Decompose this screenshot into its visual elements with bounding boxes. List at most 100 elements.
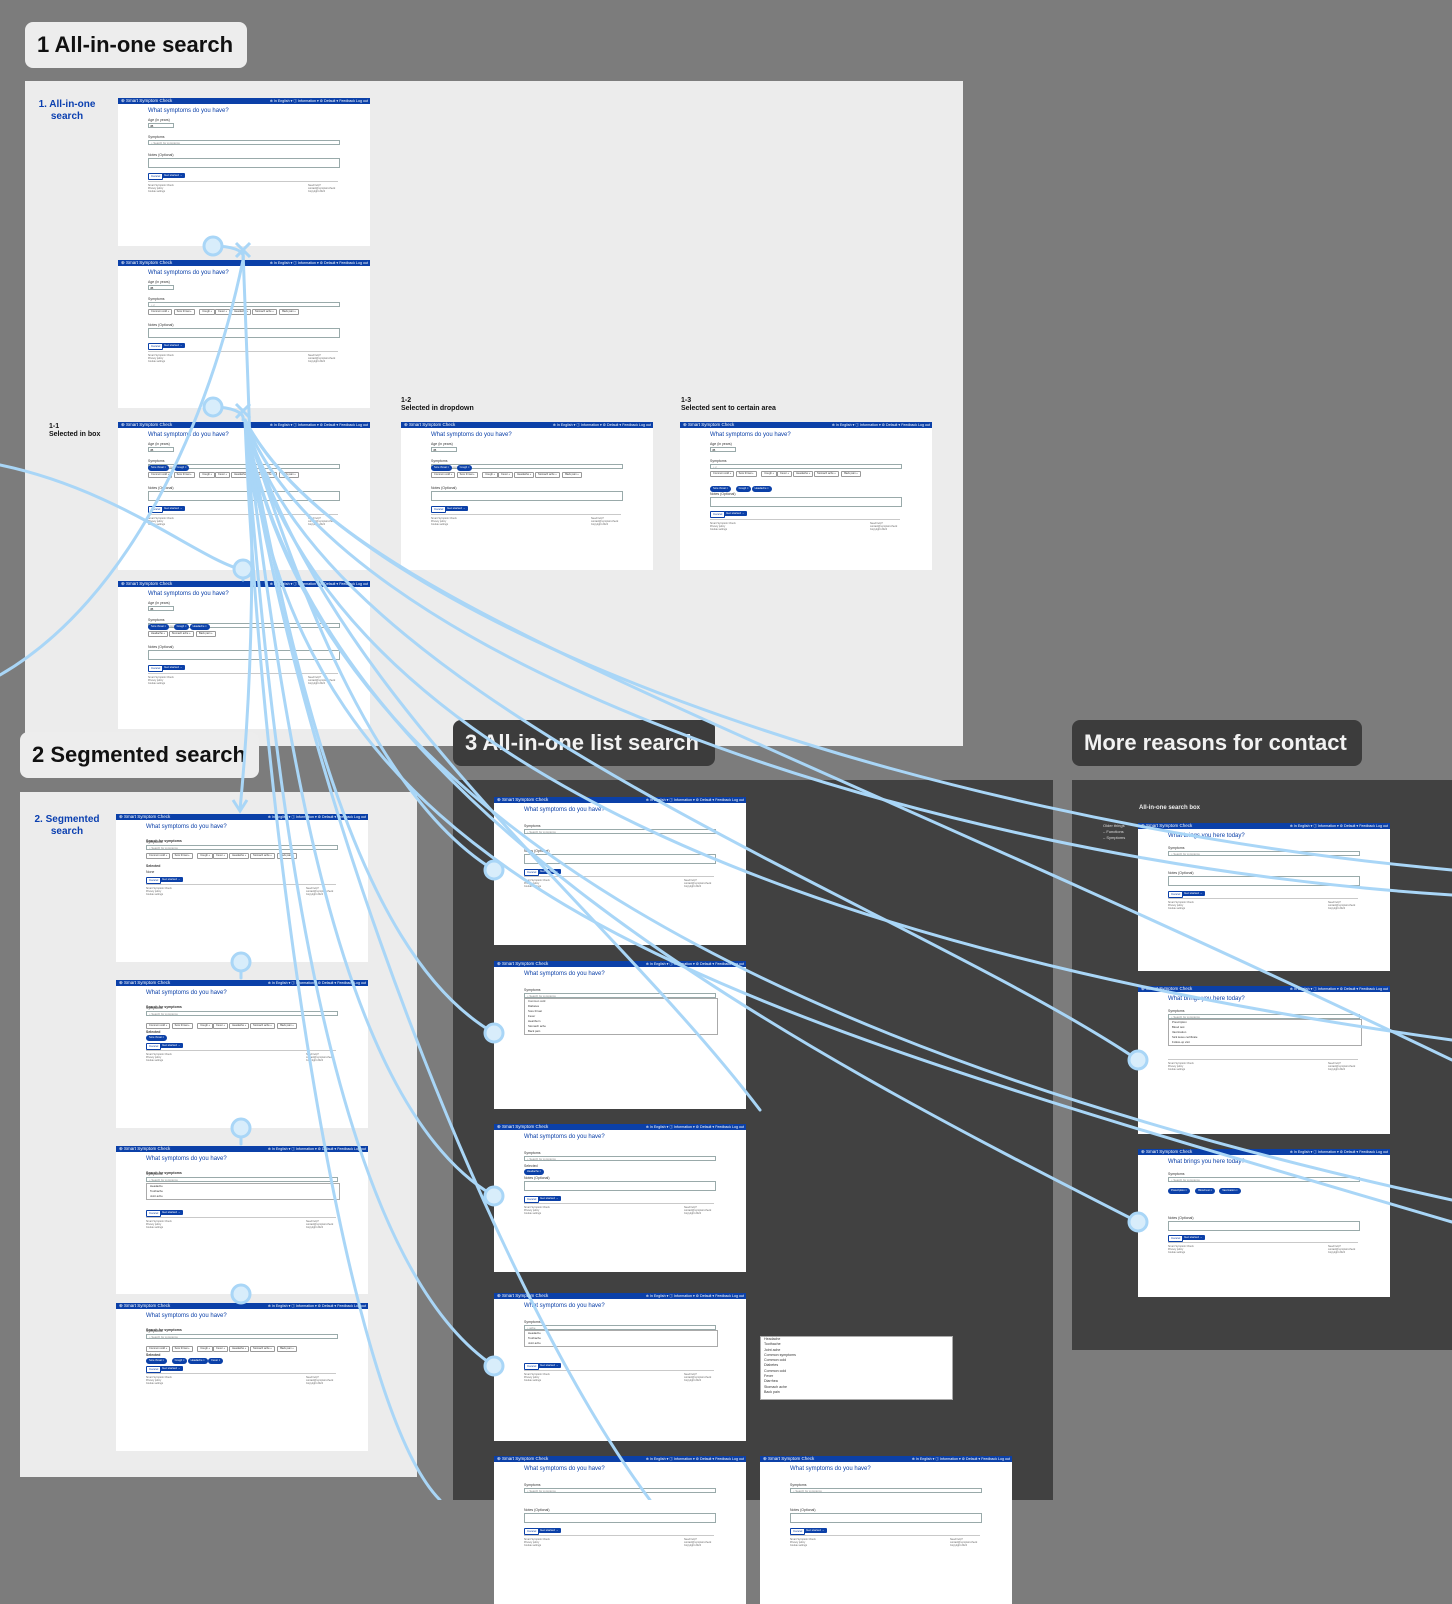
- top-nav[interactable]: ⊕ In English ▾ ⓘ Information ▾ ⚙ Default…: [269, 99, 368, 103]
- get-started-button[interactable]: Get started →: [160, 1366, 183, 1371]
- age-input[interactable]: 45: [710, 447, 736, 452]
- top-nav[interactable]: ⊕ In English ▾ ⓘ Information ▾ ⚙ Default…: [267, 1147, 366, 1151]
- symptom-chip[interactable]: Sore throat ×: [148, 465, 170, 471]
- symptom-search-input[interactable]: ⌕ Search for symptoms: [146, 1011, 338, 1016]
- screen-3-b[interactable]: ⊕ Smart Symptom Check⊕ In English ▾ ⓘ In…: [494, 961, 746, 1109]
- top-nav[interactable]: ⊕ In English ▾ ⓘ Information ▾ ⚙ Default…: [831, 423, 930, 427]
- top-nav[interactable]: ⊕ In English ▾ ⓘ Information ▾ ⚙ Default…: [269, 423, 368, 427]
- symptom-search-input[interactable]: ⌕ c: [710, 464, 902, 469]
- symptom-chip[interactable]: Back pain +: [196, 631, 216, 637]
- symptom-chip[interactable]: Stomach ache +: [168, 631, 194, 637]
- symptom-search-input[interactable]: ⌕ Search for symptoms: [146, 845, 338, 850]
- symptom-chip[interactable]: Headache +: [229, 853, 250, 859]
- symptom-chip[interactable]: Common cold +: [148, 472, 173, 478]
- dropdown-item[interactable]: Headache: [150, 1184, 163, 1188]
- screen-1-d[interactable]: ⊕ Smart Symptom Check⊕ In English ▾ ⓘ In…: [118, 581, 370, 729]
- get-started-button[interactable]: Get started →: [162, 173, 185, 178]
- symptom-chip[interactable]: Cough +: [761, 471, 778, 477]
- dropdown-item[interactable]: Follow-up visit: [1172, 1040, 1190, 1044]
- symptom-chip[interactable]: Stomach ache +: [814, 471, 839, 477]
- symptom-chip[interactable]: Headache +: [514, 472, 535, 478]
- get-started-button[interactable]: Get started →: [162, 343, 185, 348]
- symptom-chip[interactable]: Common cold +: [148, 309, 173, 315]
- screen-1-3[interactable]: ⊕ Smart Symptom Check⊕ In English ▾ ⓘ In…: [680, 422, 932, 570]
- floating-list-item[interactable]: Common cold: [764, 1368, 787, 1373]
- screen-2-b[interactable]: ⊕ Smart Symptom Check⊕ In English ▾ ⓘ In…: [116, 980, 368, 1128]
- top-nav[interactable]: ⊕ In English ▾ ⓘ Information ▾ ⚙ Default…: [267, 815, 366, 819]
- symptom-chip[interactable]: Fever +: [213, 1023, 229, 1029]
- get-started-button[interactable]: Get started →: [445, 506, 468, 511]
- floating-list-item[interactable]: Fever: [764, 1374, 774, 1379]
- symptom-search-input[interactable]: ⌕ Search for symptoms: [148, 140, 340, 145]
- symptom-chip[interactable]: Sore throat ×: [146, 1035, 168, 1041]
- symptom-search-input[interactable]: ⌕ Search for symptoms: [790, 1488, 982, 1493]
- get-started-button[interactable]: Get started →: [162, 506, 185, 511]
- symptom-chip[interactable]: Sore throat +: [171, 853, 193, 859]
- symptom-chip[interactable]: Headache ×: [524, 1169, 545, 1175]
- symptom-chip[interactable]: Back pain +: [279, 472, 299, 478]
- symptom-search-input[interactable]: ⌕ Search for symptoms: [1168, 851, 1360, 856]
- symptom-chip[interactable]: Sore throat ×: [146, 1358, 168, 1364]
- symptom-chip[interactable]: Fever +: [213, 853, 229, 859]
- dropdown-item[interactable]: Toothache: [150, 1189, 163, 1193]
- get-started-button[interactable]: Get started →: [538, 1528, 561, 1533]
- floating-list-item[interactable]: Toothache: [764, 1342, 781, 1347]
- age-input[interactable]: 45: [148, 606, 174, 611]
- notes-input[interactable]: [148, 491, 340, 501]
- floating-list-item[interactable]: Stomach ache: [764, 1384, 787, 1389]
- symptom-chip[interactable]: Cough +: [199, 472, 216, 478]
- symptom-chip[interactable]: Cough ×: [456, 465, 473, 471]
- top-nav[interactable]: ⊕ In English ▾ ⓘ Information ▾ ⚙ Default…: [1289, 824, 1388, 828]
- symptom-chip[interactable]: Sore throat +: [171, 1023, 193, 1029]
- symptom-chip[interactable]: Back pain +: [562, 472, 582, 478]
- screen-1-2[interactable]: ⊕ Smart Symptom Check⊕ In English ▾ ⓘ In…: [401, 422, 653, 570]
- symptom-search-input[interactable]: ⌕ Search for symptoms: [146, 1177, 338, 1182]
- symptom-chip[interactable]: Fever ×: [208, 1358, 224, 1364]
- symptom-chip[interactable]: Stomach ache +: [252, 309, 277, 315]
- symptom-chip[interactable]: Cough ×: [173, 624, 190, 630]
- top-nav[interactable]: ⊕ In English ▾ ⓘ Information ▾ ⚙ Default…: [269, 261, 368, 265]
- symptom-chip[interactable]: Sore throat +: [173, 309, 195, 315]
- symptom-chip[interactable]: Sore throat ×: [431, 465, 453, 471]
- symptom-chip[interactable]: Back pain +: [277, 853, 297, 859]
- notes-input[interactable]: [1168, 876, 1360, 886]
- notes-input[interactable]: [148, 328, 340, 338]
- symptom-chip[interactable]: Stomach ache +: [250, 853, 275, 859]
- get-started-button[interactable]: Get started →: [160, 877, 183, 882]
- symptom-chip[interactable]: Headache +: [793, 471, 814, 477]
- top-nav[interactable]: ⊕ In English ▾ ⓘ Information ▾ ⚙ Default…: [645, 798, 744, 802]
- symptom-chip[interactable]: Blood test ×: [1195, 1188, 1215, 1194]
- symptom-chip[interactable]: Common cold +: [431, 472, 456, 478]
- age-input[interactable]: 45: [148, 447, 174, 452]
- symptom-search-input[interactable]: ⌕ c: [148, 302, 340, 307]
- notes-input[interactable]: [524, 1513, 716, 1523]
- age-input[interactable]: 45: [148, 123, 174, 128]
- symptom-chip[interactable]: Stomach ache +: [535, 472, 560, 478]
- get-started-button[interactable]: Get started →: [1182, 891, 1205, 896]
- get-started-button[interactable]: Get started →: [162, 665, 185, 670]
- symptom-chip[interactable]: Cough +: [197, 1023, 214, 1029]
- symptom-chip[interactable]: Sore throat ×: [148, 624, 170, 630]
- screen-2-d[interactable]: ⊕ Smart Symptom Check⊕ In English ▾ ⓘ In…: [116, 1303, 368, 1451]
- get-started-button[interactable]: Get started →: [538, 1363, 561, 1368]
- symptom-chip[interactable]: Fever +: [215, 309, 231, 315]
- screen-3-d[interactable]: ⊕ Smart Symptom Check⊕ In English ▾ ⓘ In…: [494, 1293, 746, 1441]
- symptom-chip[interactable]: Fever +: [215, 472, 231, 478]
- get-started-button[interactable]: Get started →: [160, 1043, 183, 1048]
- top-nav[interactable]: ⊕ In English ▾ ⓘ Information ▾ ⚙ Default…: [267, 1304, 366, 1308]
- symptom-chip[interactable]: Cough ×: [171, 1358, 188, 1364]
- symptom-chip[interactable]: Common cold +: [146, 1023, 171, 1029]
- symptom-chip[interactable]: Sore throat +: [171, 1346, 193, 1352]
- screen-2-a[interactable]: ⊕ Smart Symptom Check⊕ In English ▾ ⓘ In…: [116, 814, 368, 962]
- screen-1-b[interactable]: ⊕ Smart Symptom Check⊕ In English ▾ ⓘ In…: [118, 260, 370, 408]
- screen-3-f[interactable]: ⊕ Smart Symptom Check⊕ In English ▾ ⓘ In…: [760, 1456, 1012, 1604]
- notes-input[interactable]: [710, 497, 902, 507]
- symptom-chip[interactable]: Cough +: [197, 853, 214, 859]
- symptom-chip[interactable]: Headache ×: [751, 486, 772, 492]
- symptom-chip[interactable]: Headache ×: [189, 624, 210, 630]
- screen-4-a[interactable]: ⊕ Smart Symptom Check⊕ In English ▾ ⓘ In…: [1138, 823, 1390, 971]
- symptom-chip[interactable]: Cough +: [197, 1346, 214, 1352]
- screen-3-e[interactable]: ⊕ Smart Symptom Check⊕ In English ▾ ⓘ In…: [494, 1456, 746, 1604]
- notes-input[interactable]: [1168, 1221, 1360, 1231]
